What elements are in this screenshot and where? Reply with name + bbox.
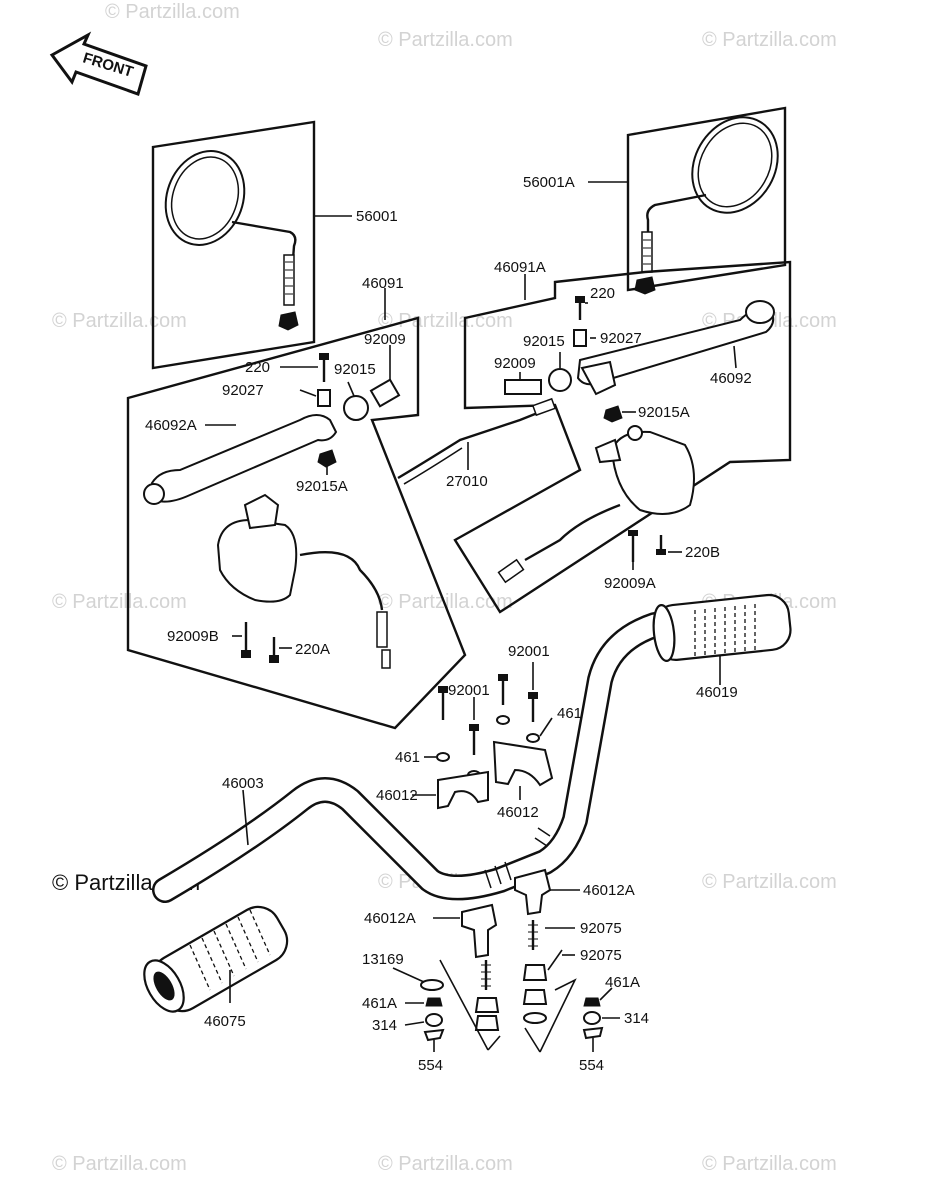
part-label: 92009 bbox=[364, 331, 406, 348]
left-switch-housing-icon bbox=[216, 518, 298, 603]
part-label: 461 bbox=[557, 705, 582, 722]
part-label: 46012 bbox=[497, 804, 539, 821]
left-mirror-icon bbox=[164, 150, 246, 246]
watermark: © Partzilla.com bbox=[52, 591, 187, 613]
part-label: 46091A bbox=[494, 259, 546, 276]
right-grip-group: 46019 bbox=[652, 593, 792, 701]
part-label: 92009A bbox=[604, 575, 656, 592]
watermark: © Partzilla.com bbox=[702, 29, 837, 51]
part-label: 92015A bbox=[638, 404, 690, 421]
watermark: © Partzilla.com bbox=[378, 591, 513, 613]
part-label: 461A bbox=[362, 995, 397, 1012]
handlebar-group: 46003 bbox=[152, 609, 693, 903]
watermark: © Partzilla.com bbox=[52, 310, 187, 332]
part-label: 92015 bbox=[334, 361, 376, 378]
watermark: © Partzilla.com bbox=[52, 1153, 187, 1175]
right-switch-housing-icon bbox=[610, 430, 695, 515]
left-mirror-group: 56001 bbox=[151, 120, 398, 370]
part-label: 461A bbox=[605, 974, 640, 991]
front-arrow-icon: FRONT bbox=[49, 31, 148, 96]
part-label: 92027 bbox=[600, 330, 642, 347]
part-label: 46012A bbox=[583, 882, 635, 899]
watermark: © Partzilla.com bbox=[378, 310, 513, 332]
left-lever-group: 46091 46092A 220 92027 92015 92009 92015… bbox=[126, 275, 467, 730]
part-label: 46091 bbox=[362, 275, 404, 292]
clamp-icon bbox=[437, 770, 489, 810]
right-lever-group: 46091A 46092 220 92027 92015 92009 92015… bbox=[397, 259, 792, 614]
part-label: 46019 bbox=[696, 684, 738, 701]
part-label: 220 bbox=[245, 359, 270, 376]
part-label: 92001 bbox=[508, 643, 550, 660]
riser-icon bbox=[461, 903, 498, 959]
part-label: 92015A bbox=[296, 478, 348, 495]
watermark: © Partzilla.com bbox=[378, 29, 513, 51]
right-mirror-group: 56001A bbox=[523, 106, 787, 295]
part-label: 27010 bbox=[446, 473, 488, 490]
part-label: 554 bbox=[579, 1057, 604, 1074]
right-mirror-icon bbox=[691, 116, 779, 214]
clamp-group: 92001 92001 461 461 46012 46012 bbox=[376, 643, 582, 821]
part-label: 554 bbox=[418, 1057, 443, 1074]
part-label: 314 bbox=[372, 1017, 397, 1034]
part-label: 92001 bbox=[448, 682, 490, 699]
part-label: 220B bbox=[685, 544, 720, 561]
part-label: 46075 bbox=[204, 1013, 246, 1030]
riser-icon bbox=[514, 868, 552, 916]
watermark: © Partzilla.com bbox=[702, 871, 837, 893]
part-label: 92015 bbox=[523, 333, 565, 350]
part-label: 46092A bbox=[145, 417, 197, 434]
part-label: 220A bbox=[295, 641, 330, 658]
part-label: 46092 bbox=[710, 370, 752, 387]
left-lever-icon bbox=[150, 414, 338, 503]
part-label: 46012A bbox=[364, 910, 416, 927]
part-label: 314 bbox=[624, 1010, 649, 1027]
watermark: © Partzilla.com bbox=[378, 1153, 513, 1175]
part-label: 46012 bbox=[376, 787, 418, 804]
riser-group: 46012A 92075 92075 46012A 13169 461A 314 bbox=[362, 868, 649, 1074]
part-label: 92009B bbox=[167, 628, 219, 645]
part-label: 461 bbox=[395, 749, 420, 766]
part-label: 92075 bbox=[580, 947, 622, 964]
part-label: 13169 bbox=[362, 951, 404, 968]
part-label: 56001 bbox=[356, 208, 398, 225]
watermark: © Partzilla.com bbox=[105, 1, 240, 23]
watermark: © Partzilla.com bbox=[702, 1153, 837, 1175]
part-label: 92075 bbox=[580, 920, 622, 937]
clamp-icon bbox=[492, 740, 554, 787]
part-label: 92027 bbox=[222, 382, 264, 399]
left-grip-group: 46075 bbox=[143, 905, 289, 1030]
part-label: 46003 bbox=[222, 775, 264, 792]
part-label: 220 bbox=[590, 285, 615, 302]
part-label: 56001A bbox=[523, 174, 575, 191]
part-label: 92009 bbox=[494, 355, 536, 372]
